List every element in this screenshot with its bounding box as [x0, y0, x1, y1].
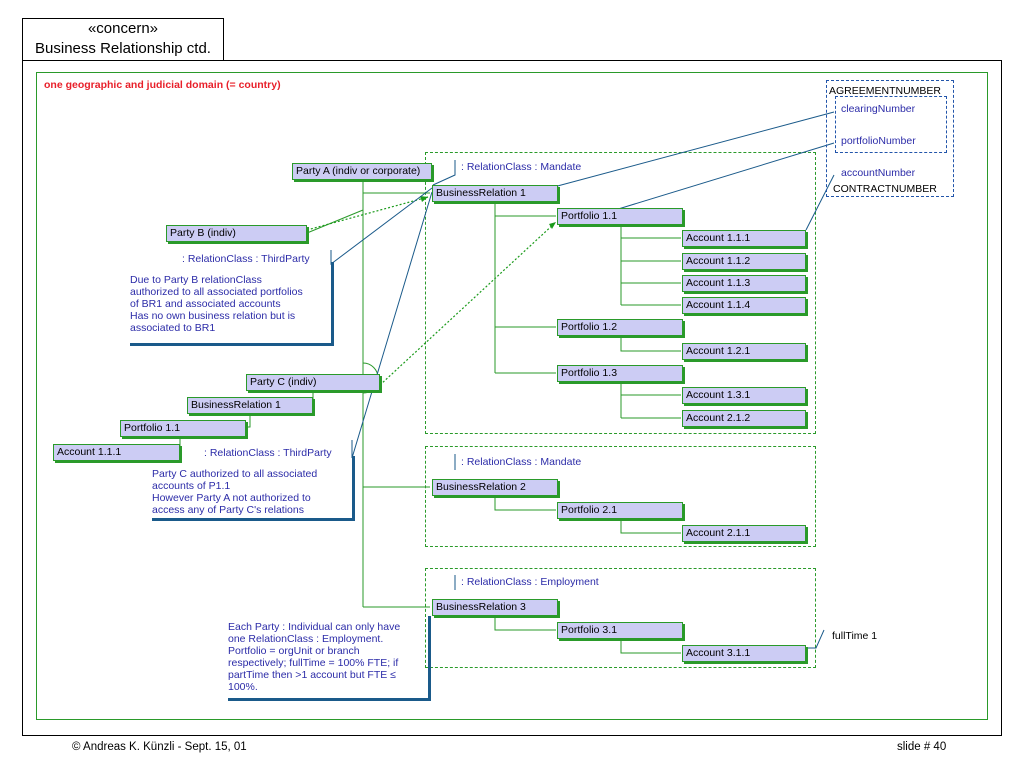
relation-class-thirdparty-c: : RelationClass : ThirdParty	[204, 447, 332, 459]
relation-class-mandate-2: : RelationClass : Mandate	[461, 456, 582, 468]
business-relation-3-node: BusinessRelation 3	[432, 599, 558, 616]
party-b-node: Party B (indiv)	[166, 225, 307, 242]
portfolio-2-1-node: Portfolio 2.1	[557, 502, 683, 519]
account-2-1-2-node: Account 2.1.2	[682, 410, 806, 427]
account-1-3-1-node: Account 1.3.1	[682, 387, 806, 404]
br1-group	[425, 152, 816, 434]
account-2-1-1-node: Account 2.1.1	[682, 525, 806, 542]
slide-title-box: «concern» Business Relationship ctd.	[22, 18, 224, 61]
account-1-1-2-node: Account 1.1.2	[682, 253, 806, 270]
agreement-number-label: AGREEMENTNUMBER	[829, 85, 942, 97]
account-1-2-1-node: Account 1.2.1	[682, 343, 806, 360]
relation-class-mandate-1: : RelationClass : Mandate	[461, 161, 582, 173]
portfolio-1-2-node: Portfolio 1.2	[557, 319, 683, 336]
stereotype-label: «concern»	[87, 20, 159, 37]
portfolio-3-1-node: Portfolio 3.1	[557, 622, 683, 639]
fulltime-label: fullTime 1	[832, 630, 878, 642]
domain-boundary	[36, 72, 988, 720]
relation-class-employment: : RelationClass : Employment	[461, 576, 599, 588]
footer-copyright: © Andreas K. Künzli - Sept. 15, 01	[72, 741, 247, 753]
frame-top	[22, 60, 1002, 61]
contract-number-label: CONTRACTNUMBER	[833, 183, 937, 195]
party-c-node: Party C (indiv)	[246, 374, 380, 391]
domain-label: one geographic and judicial domain (= co…	[44, 79, 281, 91]
party-c-account-node: Account 1.1.1	[53, 444, 180, 461]
portfolio-1-3-node: Portfolio 1.3	[557, 365, 683, 382]
relation-class-thirdparty-b: : RelationClass : ThirdParty	[182, 253, 310, 265]
br2-group	[425, 446, 816, 547]
account-3-1-1-node: Account 3.1.1	[682, 645, 806, 662]
employment-note: Each Party : Individual can only have on…	[228, 621, 401, 693]
party-b-note: Due to Party B relationClass authorized …	[130, 274, 303, 334]
portfolio-number-label: portfolioNumber	[841, 135, 916, 147]
agreement-number-box	[826, 80, 954, 197]
clearing-number-label: clearingNumber	[841, 103, 916, 115]
clearing-number-box	[835, 96, 947, 153]
business-relation-2-node: BusinessRelation 2	[432, 479, 558, 496]
account-number-label: accountNumber	[841, 167, 916, 179]
frame-right	[1001, 60, 1002, 736]
party-c-portfolio-node: Portfolio 1.1	[120, 420, 246, 437]
party-c-note: Party C authorized to all associated acc…	[152, 468, 318, 516]
account-1-1-3-node: Account 1.1.3	[682, 275, 806, 292]
br3-group	[425, 568, 816, 668]
party-c-business-relation-node: BusinessRelation 1	[187, 397, 313, 414]
frame-left	[22, 60, 23, 736]
account-1-1-1-node: Account 1.1.1	[682, 230, 806, 247]
slide-title: Business Relationship ctd.	[35, 40, 211, 57]
business-relation-1-node: BusinessRelation 1	[432, 185, 558, 202]
frame-bottom	[22, 735, 1002, 736]
account-1-1-4-node: Account 1.1.4	[682, 297, 806, 314]
portfolio-1-1-node: Portfolio 1.1	[557, 208, 683, 225]
party-a-node: Party A (indiv or corporate)	[292, 163, 432, 180]
footer-slide-number: slide # 40	[897, 741, 947, 753]
